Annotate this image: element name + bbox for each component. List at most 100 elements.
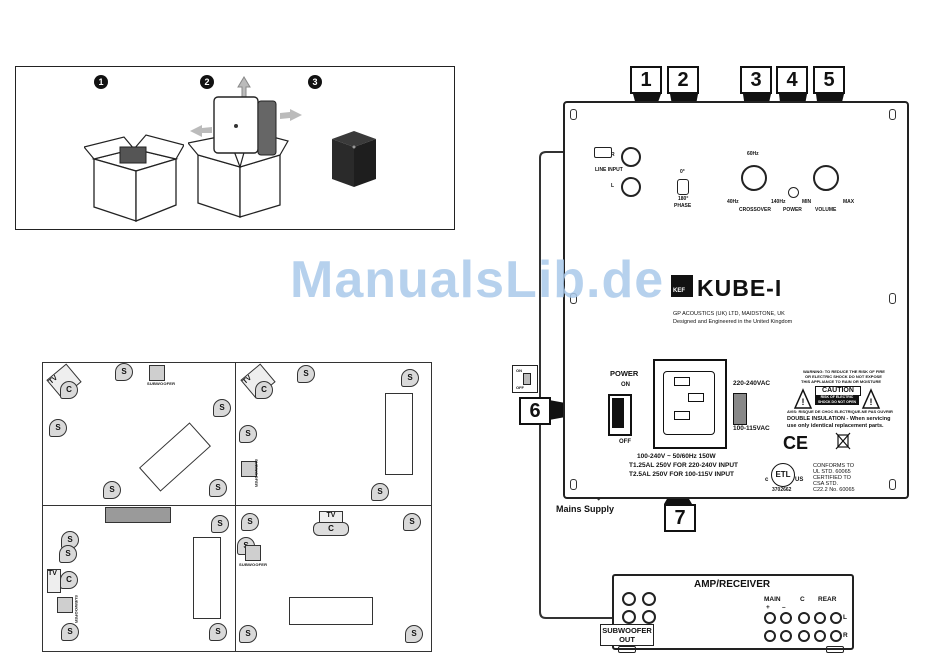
phase-label: PHASE <box>674 203 692 209</box>
switch-glyph <box>523 373 531 385</box>
subwoofer-out-line-2: OUT <box>619 635 635 644</box>
tv-icon: TV <box>47 569 61 593</box>
power-on-label: ON <box>621 382 630 388</box>
caution-sub-box: RISK OF ELECTRIC SHOCK DO NOT OPEN <box>815 395 859 405</box>
center-speaker-icon: C <box>255 381 273 399</box>
subwoofer-label: SUBWOOFER <box>239 562 268 567</box>
screw-icon <box>889 293 896 304</box>
subwoofer-out-label-box: SUBWOOFER OUT <box>600 624 654 646</box>
right-channel-label: R <box>843 632 848 639</box>
center-speaker-icon: C <box>60 571 78 589</box>
placement-diagrams: TV C S SUBWOOFER S S S S TV C S S S SUBW… <box>42 362 432 652</box>
speaker-icon: S <box>103 481 121 499</box>
output-jack[interactable] <box>814 612 826 624</box>
output-jack[interactable] <box>798 630 810 642</box>
warning-line-2: OR ELECTRIC SHOCK DO NOT EXPOSE <box>805 374 882 379</box>
svg-text:!: ! <box>870 397 873 407</box>
warning-triangles: ! ! <box>793 388 881 409</box>
line-input-left-jack[interactable] <box>621 177 641 197</box>
sub-out-jack[interactable] <box>642 610 656 624</box>
output-jack[interactable] <box>764 612 776 624</box>
subwoofer-icon <box>57 597 73 613</box>
power-switch-icon-box: ON OFF <box>512 365 538 393</box>
volume-min-label: MIN <box>802 199 812 205</box>
step-3-badge: 3 <box>308 75 322 89</box>
power-off-label: OFF <box>619 439 631 445</box>
callout-4: 4 <box>776 66 808 94</box>
output-jack[interactable] <box>798 612 810 624</box>
sofa-icon <box>385 393 413 475</box>
output-jack[interactable] <box>830 630 842 642</box>
unboxing-panel: 1 2 3 <box>15 66 455 230</box>
speaker-icon: S <box>61 531 79 549</box>
callout-5: 5 <box>813 66 845 94</box>
line-input-left-label: L <box>611 183 615 189</box>
output-jack[interactable] <box>814 630 826 642</box>
crossover-knob[interactable] <box>741 165 767 191</box>
watermark: ManualsLib.de <box>290 251 665 309</box>
room-corner: TV C S S S SUBWOOFER S <box>235 363 431 506</box>
svg-text:!: ! <box>802 397 805 407</box>
speaker-icon: S <box>209 623 227 641</box>
iec-pin <box>688 393 704 402</box>
power-switch-label: POWER <box>610 369 639 378</box>
window <box>105 507 171 523</box>
speaker-icon: S <box>239 425 257 443</box>
sofa-icon <box>289 597 373 625</box>
subwoofer-icon <box>149 365 165 381</box>
avis-text: AVIS: RISQUE DE CHOC ELECTRIQUE-NE PAS O… <box>787 409 893 414</box>
rear-panel: R L LINE INPUT 0° 180° PHASE 60Hz 40Hz 1… <box>563 101 909 499</box>
iec-pin <box>674 377 690 386</box>
double-insulation-line-2: use only identical replacement parts. <box>787 423 884 429</box>
room-front-wall: S TV C S S SUBWOOFER S S <box>235 505 431 651</box>
power-led <box>788 187 799 198</box>
line-input-right-label: R <box>611 152 615 158</box>
crossover-label: CROSSOVER <box>739 207 771 213</box>
model-name: KUBE-I <box>697 275 783 301</box>
kef-logo-text: KEF <box>673 288 685 294</box>
speaker-icon: S <box>49 419 67 437</box>
phase-switch[interactable] <box>677 179 689 195</box>
rca-plug <box>594 147 612 158</box>
speaker-icon: S <box>405 625 423 643</box>
output-jack[interactable] <box>780 612 792 624</box>
iec-inner <box>663 371 715 435</box>
sub-out-jack[interactable] <box>622 592 636 606</box>
speaker-icon: S <box>209 479 227 497</box>
main-label: MAIN <box>764 596 781 603</box>
screw-icon <box>570 293 577 304</box>
screw-icon <box>570 479 577 490</box>
output-jack[interactable] <box>764 630 776 642</box>
center-speaker-icon: C <box>60 381 78 399</box>
speaker-icon: S <box>239 625 257 643</box>
left-channel-label: L <box>843 614 847 621</box>
sub-out-jack[interactable] <box>622 610 636 624</box>
step-2-badge: 2 <box>200 75 214 89</box>
speaker-icon: S <box>61 623 79 641</box>
power-rocker-switch[interactable] <box>608 394 632 436</box>
fuse-rating-high: T1.25AL 250V FOR 220-240V INPUT <box>629 462 738 469</box>
weee-bin-icon <box>835 432 851 450</box>
iec-power-socket[interactable] <box>653 359 727 449</box>
crossover-140hz-label: 140Hz <box>771 199 786 205</box>
volume-knob[interactable] <box>813 165 839 191</box>
voltage-high-label: 220-240VAC <box>733 380 771 387</box>
subwoofer-out-line-1: SUBWOOFER <box>602 626 652 635</box>
step-1-badge: 1 <box>94 75 108 89</box>
screw-icon <box>889 109 896 120</box>
center-speaker-icon: C <box>313 522 349 536</box>
output-jack[interactable] <box>830 612 842 624</box>
subwoofer-label: SUBWOOFER <box>147 381 176 386</box>
room-side-wall: S S TV C S SUBWOOFER S S <box>43 505 236 651</box>
sub-out-jack[interactable] <box>642 592 656 606</box>
phase-180-label: 180° <box>678 196 689 202</box>
voltage-selector-switch[interactable] <box>733 393 747 425</box>
subwoofer-cube-illustration <box>332 131 376 187</box>
speaker-icon: S <box>297 365 315 383</box>
warning-line-1: WARNING: TO REDUCE THE RISK OF FIRE <box>803 369 885 374</box>
callout-7: 7 <box>664 504 696 532</box>
conforms-line-3: CERTIFIED TO <box>813 475 851 481</box>
line-input-right-jack[interactable] <box>621 147 641 167</box>
output-jack[interactable] <box>780 630 792 642</box>
power-rating: 100-240V ~ 50/60Hz 150W <box>637 453 716 460</box>
